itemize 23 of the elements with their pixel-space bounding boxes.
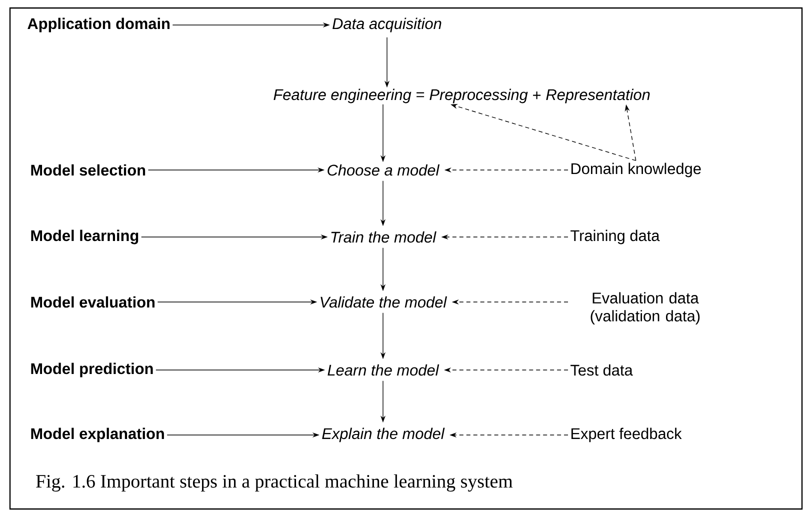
step-label: Application domain: [28, 18, 170, 32]
process-step: Train the model: [331, 231, 436, 243]
process-step: Choose a model: [328, 164, 440, 176]
input-label: Expert feedback: [571, 428, 682, 442]
step-label: Model selection: [31, 164, 146, 176]
operator-sign: =: [416, 92, 424, 98]
step-label: Model evaluation: [31, 296, 154, 308]
input-label: Evaluation data (validation data): [590, 292, 700, 324]
process-step: Data acquisition: [332, 18, 442, 32]
process-step: Explain the model: [322, 428, 445, 442]
figure-caption: Fig. 1.6 Important steps in a practical machine learning system: [36, 474, 513, 492]
process-step: Learn the model: [328, 364, 440, 376]
process-step: Preprocessing: [430, 88, 528, 104]
step-label: Model learning: [31, 230, 138, 244]
process-step: Feature engineering: [274, 88, 412, 104]
input-label: Training data: [570, 230, 660, 244]
process-step: Representation: [546, 88, 650, 104]
step-label: Model prediction: [31, 362, 153, 378]
operator-sign: +: [533, 92, 541, 100]
input-label: Test data: [570, 364, 633, 376]
input-label: Domain knowledge: [571, 162, 701, 178]
process-step: Validate the model: [320, 296, 447, 308]
step-label: Model explanation: [31, 428, 164, 442]
